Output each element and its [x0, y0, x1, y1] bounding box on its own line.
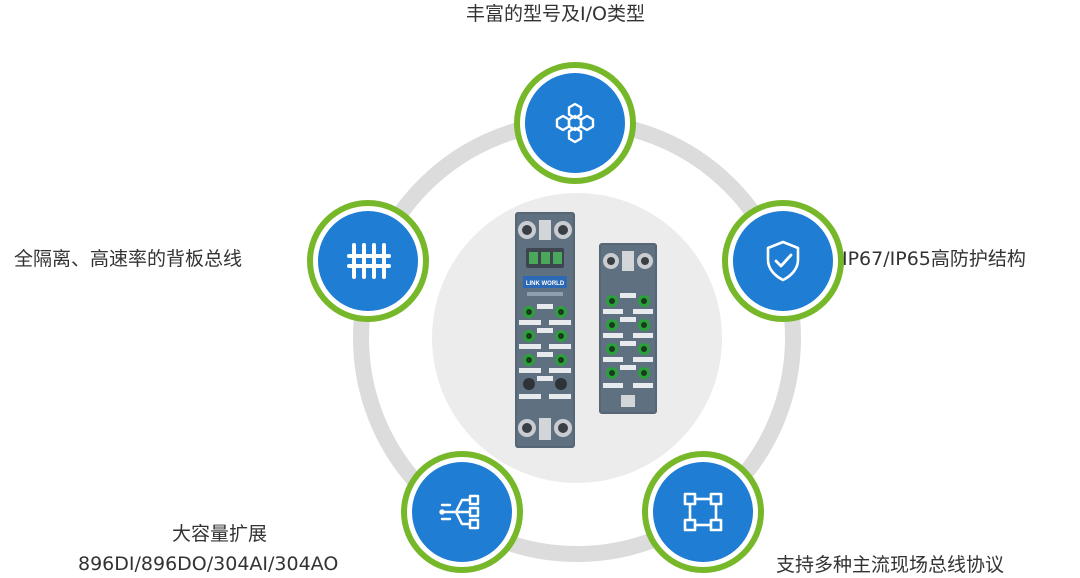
feature-label-io-types: 丰富的型号及I/O类型	[466, 3, 645, 25]
brand-label: LINK WORLD	[526, 281, 565, 287]
hexagon-cluster-icon	[555, 102, 595, 144]
feature-label-backplane: 全隔离、高速率的背板总线	[14, 248, 243, 270]
feature-label-protection: IP67/IP65高防护结构	[842, 248, 1026, 270]
node-topology-icon	[683, 492, 723, 532]
io-module-main: LINK WORLD	[515, 212, 575, 448]
product-backdrop	[432, 193, 722, 483]
feature-badge-fieldbus	[642, 451, 764, 573]
feature-label-expansion-title: 大容量扩展	[172, 523, 268, 545]
feature-badge-protection	[722, 200, 844, 322]
feature-label-fieldbus: 支持多种主流现场总线协议	[776, 554, 1005, 576]
feature-label-expansion-capacity: 896DI/896DO/304AI/304AO	[78, 553, 339, 575]
branch-network-icon	[439, 494, 480, 530]
shield-check-icon	[766, 240, 800, 282]
feature-badge-backplane	[307, 200, 429, 322]
backplane-bus-icon	[347, 243, 391, 279]
feature-badge-io-types	[514, 62, 636, 184]
io-module-expansion	[599, 243, 657, 414]
feature-badge-expansion	[401, 451, 523, 573]
